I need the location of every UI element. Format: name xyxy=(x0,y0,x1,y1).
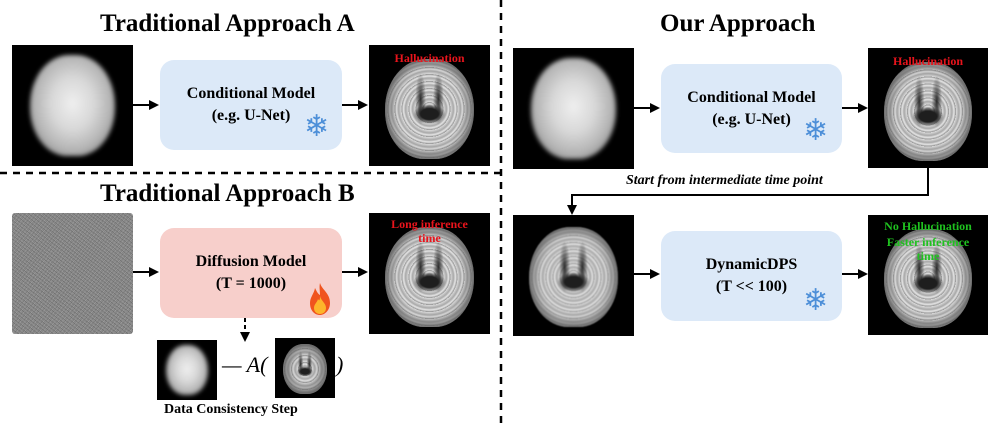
dc-step-label: Data Consistency Step xyxy=(164,402,298,417)
snowflake-icon: ❄ xyxy=(803,283,829,318)
dc-measurement-image xyxy=(157,340,217,400)
faster-inference-label-2: time xyxy=(916,249,940,263)
section-ours-title: Our Approach xyxy=(660,10,816,37)
diffusion-model-name: Diffusion Model xyxy=(195,253,307,270)
brain-dc-sharp xyxy=(283,344,327,394)
section-a-title: Traditional Approach A xyxy=(100,10,355,37)
dynamicdps-name: DynamicDPS xyxy=(705,256,798,273)
brain-dc-blurry xyxy=(166,345,208,395)
conditional-model-box: Conditional Model (e.g. U-Net) xyxy=(160,60,342,150)
brain-blurry xyxy=(30,55,115,156)
arrow-intermediate xyxy=(567,168,929,215)
hallucination-label: Hallucination xyxy=(394,51,465,65)
ours-input-mri-blurry xyxy=(513,48,634,169)
ours-brain-sharp xyxy=(884,62,972,161)
ours-brain-blurry xyxy=(531,58,616,159)
output-mri-long-inference: Long inference time xyxy=(369,213,490,334)
ours-hallucination-label: Hallucination xyxy=(892,54,963,68)
diffusion-model-box: Diffusion Model (T = 1000) xyxy=(160,228,342,318)
input-noise xyxy=(12,213,133,334)
brain-sharp xyxy=(385,59,474,159)
ours-output-mri-hallucination: Hallucination xyxy=(868,48,988,168)
long-inference-line1: Long inference xyxy=(391,217,468,231)
section-b-title: Traditional Approach B xyxy=(100,180,355,207)
input-mri-blurry xyxy=(12,45,133,166)
intermediate-time-label: Start from intermediate time point xyxy=(626,173,823,188)
ours-conditional-model-box: Conditional Model (e.g. U-Net) xyxy=(661,64,842,153)
dynamicdps-sub: (T << 100) xyxy=(715,278,788,295)
brain-sharp-b xyxy=(385,227,474,327)
snowflake-icon: ❄ xyxy=(803,113,829,148)
dc-operator: — A( xyxy=(222,352,268,377)
ours-model-name: Conditional Model xyxy=(687,88,816,106)
long-inference-label: Long inference time xyxy=(369,217,490,245)
model-sub: (e.g. U-Net) xyxy=(211,107,291,124)
intermediate-brain xyxy=(529,227,618,327)
ours-model-sub: (e.g. U-Net) xyxy=(712,110,791,128)
snowflake-icon: ❄ xyxy=(304,109,330,144)
output-mri-hallucination: Hallucination xyxy=(369,45,490,166)
dc-close: ) xyxy=(336,352,344,377)
long-inference-line2: time xyxy=(418,231,441,245)
final-mri-output: No Hallucination Faster inference time xyxy=(868,215,988,335)
faster-inference-label: Faster inference xyxy=(886,235,970,249)
fire-icon xyxy=(310,283,330,315)
model-name: Conditional Model xyxy=(186,85,316,102)
intermediate-mri xyxy=(513,215,634,336)
no-hallucination-label: No Hallucination xyxy=(884,219,972,233)
dc-estimate-image xyxy=(275,338,335,398)
final-brain xyxy=(884,229,972,328)
final-output-labels: No Hallucination Faster inference time xyxy=(868,219,988,263)
diffusion-model-sub: (T = 1000) xyxy=(215,275,287,292)
dynamicdps-box: DynamicDPS (T << 100) xyxy=(661,231,842,321)
